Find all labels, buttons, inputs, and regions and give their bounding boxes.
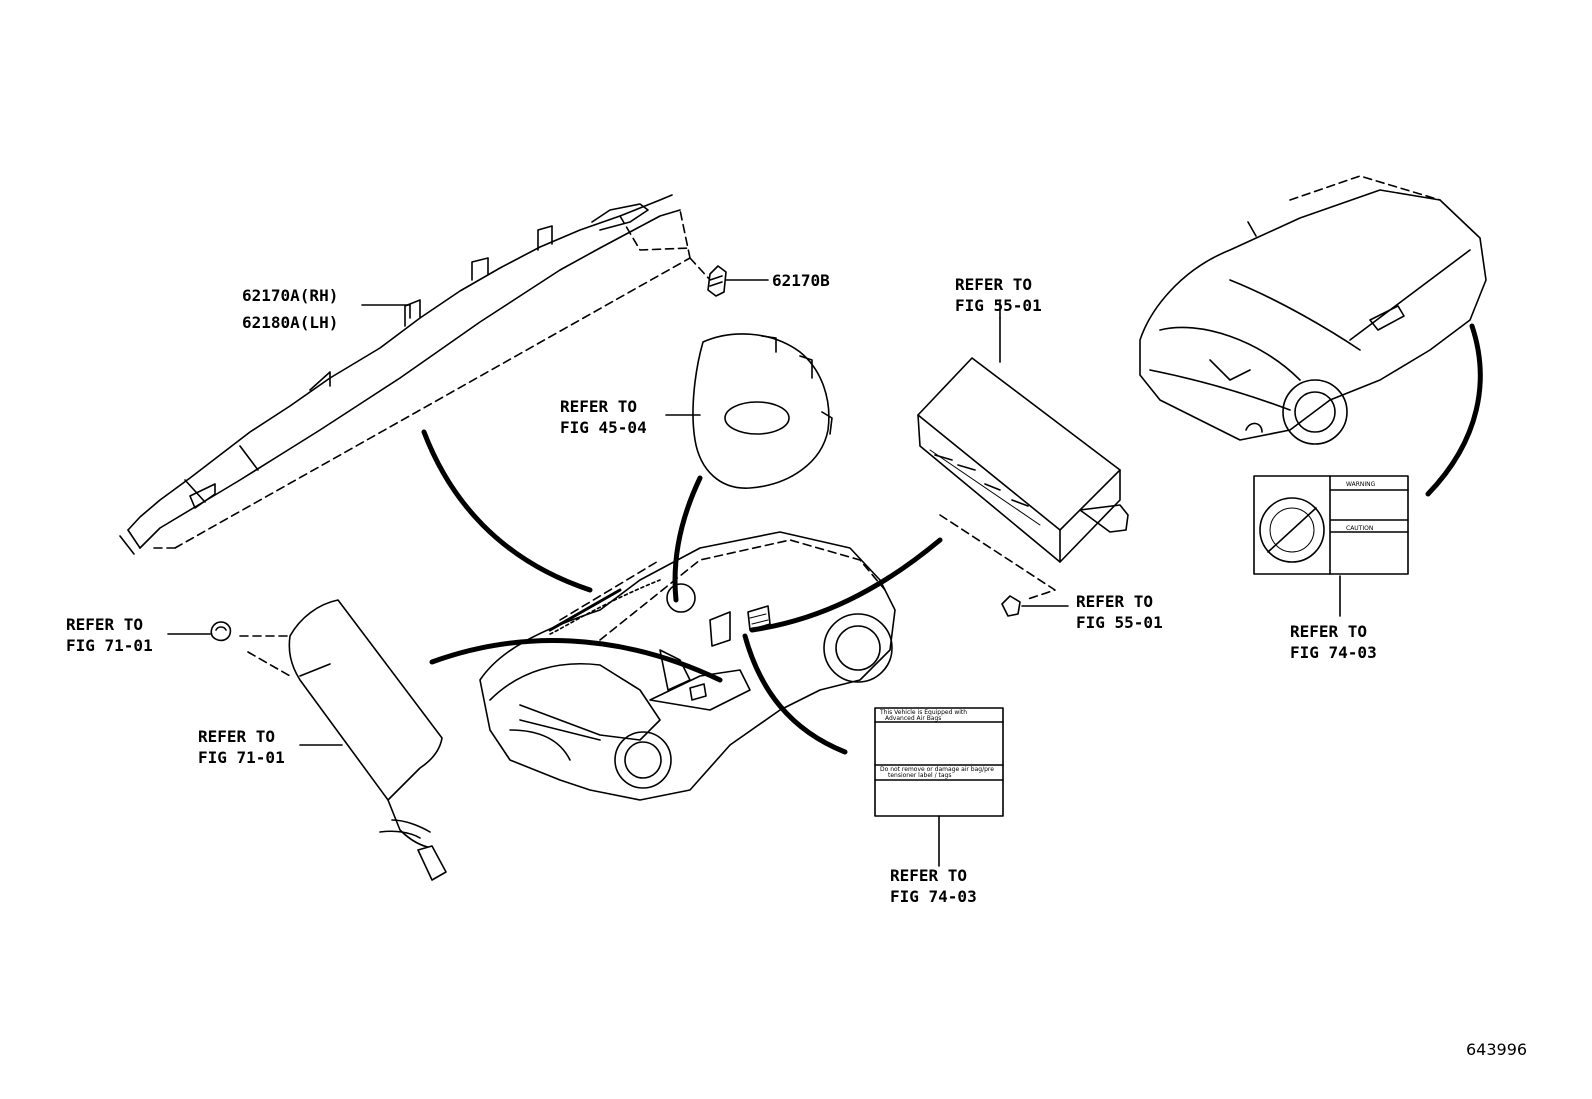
refer-seat-airbag-line2: FIG 71-01 (198, 748, 285, 767)
refer-label-center-line2: FIG 74-03 (890, 887, 977, 906)
seat-side-airbag (239, 599, 447, 881)
diagram-id: 643996 (1466, 1040, 1528, 1059)
bolt-62170b (707, 265, 769, 297)
refer-module-line2: FIG 55-01 (955, 296, 1042, 315)
module-bolt (1001, 595, 1069, 617)
refer-steering-pad-line2: FIG 45-04 (560, 418, 647, 437)
callout-62170b: 62170B (772, 271, 830, 290)
refer-module-bolt-line1: REFER TO (1076, 592, 1154, 611)
label-center-line4: tensioner label / tags (888, 772, 952, 779)
label-center-line1: This Vehicle is Equipped with (879, 709, 967, 716)
airbag-sensor-module (917, 317, 1129, 601)
refer-label-right-line1: REFER TO (1290, 622, 1368, 641)
callout-62180a: 62180A(LH) (242, 313, 339, 332)
refer-module-line1: REFER TO (955, 275, 1033, 294)
curtain-airbag (119, 194, 713, 555)
refer-seat-nut-line1: REFER TO (66, 615, 144, 634)
callout-62170a: 62170A(RH) (242, 286, 339, 305)
refer-label-center-line1: REFER TO (890, 866, 968, 885)
refer-label-right-line2: FIG 74-03 (1290, 643, 1377, 662)
label-right-caution: CAUTION (1346, 525, 1373, 532)
airbag-label-right (1253, 475, 1409, 617)
refer-seat-airbag-line1: REFER TO (198, 727, 276, 746)
refer-seat-nut-line2: FIG 71-01 (66, 636, 153, 655)
label-right-warning: WARNING (1346, 481, 1376, 488)
refer-module-bolt-line2: FIG 55-01 (1076, 613, 1163, 632)
label-center-line3: Do not remove or damage air bag/pre (880, 766, 994, 773)
steering-airbag-pad (665, 333, 833, 489)
airbag-label-center (874, 707, 1004, 867)
refer-steering-pad-line1: REFER TO (560, 397, 638, 416)
pointer-arcs (421, 323, 1483, 755)
seat-nut (167, 621, 232, 642)
center-car (479, 531, 896, 801)
right-car (1139, 175, 1487, 445)
label-center-line2: Advanced Air Bags (885, 715, 941, 722)
